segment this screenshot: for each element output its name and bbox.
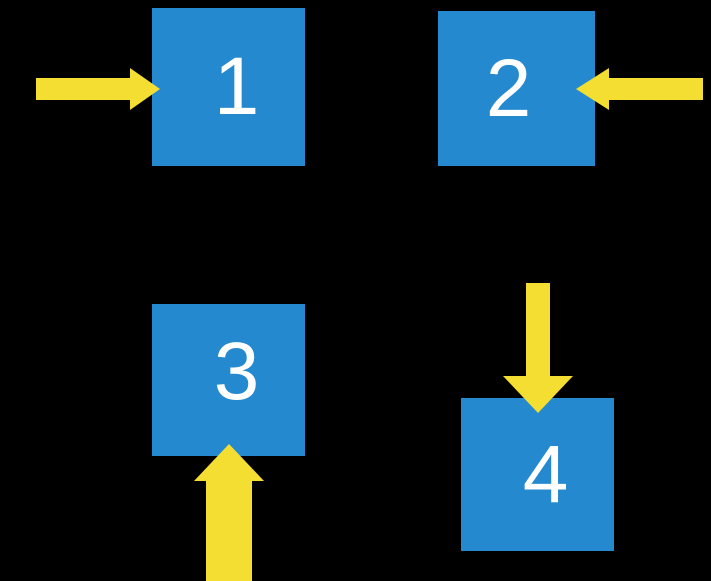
node-4[interactable]: 4 (461, 398, 614, 551)
node-1-label: 1 (213, 41, 260, 132)
arrow-into-node-2-icon (576, 66, 703, 112)
node-2-label: 2 (485, 42, 532, 134)
node-3-label: 3 (213, 326, 260, 417)
node-1[interactable]: 1 (152, 8, 305, 166)
arrow-into-node-1-icon (36, 66, 160, 112)
arrow-into-node-4-icon (503, 283, 573, 413)
node-3[interactable]: 3 (152, 304, 305, 456)
node-4-label: 4 (522, 428, 569, 520)
arrow-into-node-3-icon (194, 444, 264, 581)
node-2[interactable]: 2 (438, 11, 595, 166)
